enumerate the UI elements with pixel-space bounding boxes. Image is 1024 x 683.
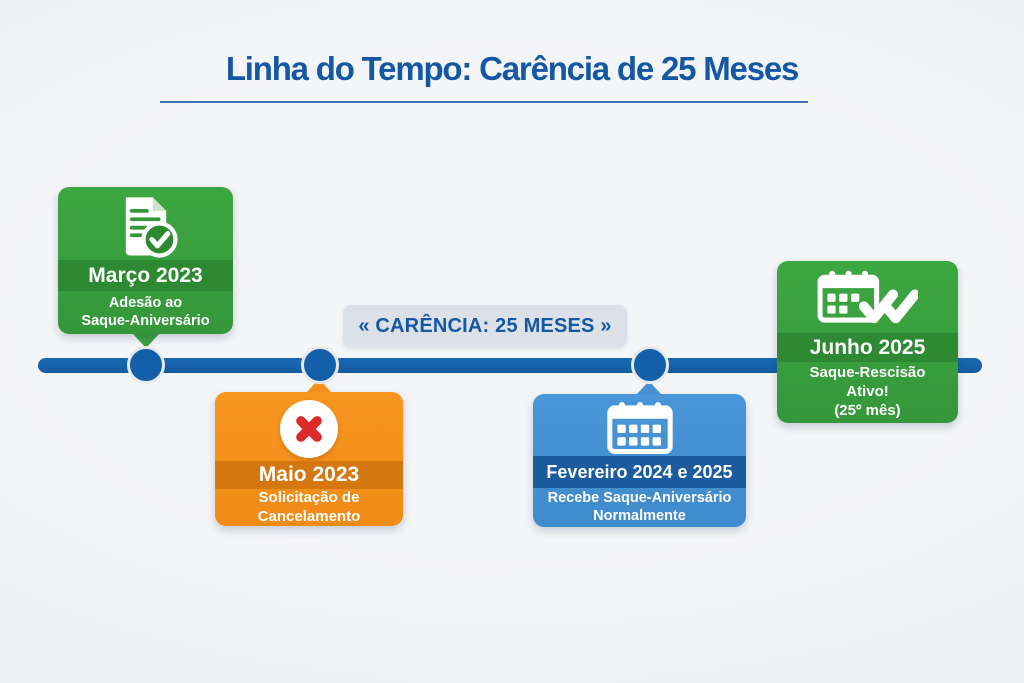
event-description-line: Normalmente: [593, 507, 686, 524]
icon-wrap: [215, 392, 403, 461]
event-description-line: Adesão ao: [108, 294, 183, 311]
event-description: Adesão ao Saque-Aniversário: [81, 291, 209, 334]
page-title: Linha do Tempo: Carência de 25 Meses: [225, 50, 800, 87]
event-card-cancelamento: Maio 2023 Solicitação de Cancelamento: [215, 392, 403, 526]
card-pointer-up: [637, 381, 661, 394]
timeline-node-maio-2023: [301, 346, 339, 384]
carencia-badge: « CARÊNCIA: 25 MESES »: [343, 305, 627, 347]
document-check-icon: [125, 197, 178, 258]
event-description-line: Ativo!: [846, 383, 889, 401]
timeline-bar: [38, 358, 982, 373]
event-description-line: Recebe Saque-Aniversário: [547, 489, 732, 506]
event-date: Fevereiro 2024 e 2025: [533, 456, 746, 488]
event-date: Junho 2025: [777, 333, 958, 362]
event-description-line: Cancelamento: [257, 507, 361, 525]
event-date: Maio 2023: [215, 460, 403, 490]
icon-wrap: [533, 394, 746, 456]
icon-wrap: [58, 187, 233, 260]
calendar-icon: [606, 402, 673, 454]
icon-wrap: [777, 261, 958, 333]
event-description: Solicitação de Cancelamento: [258, 489, 361, 526]
event-description-line: Saque-Rescisão: [809, 364, 926, 382]
x-mark-icon: [296, 416, 322, 443]
event-description-line: (25º mês): [834, 401, 901, 419]
event-card-recebe: Fevereiro 2024 e 2025 Recebe Saque-Anive…: [533, 394, 746, 527]
event-card-ativo: Junho 2025 Saque-Rescisão Ativo! (25º mê…: [777, 261, 958, 423]
event-date: Março 2023: [58, 260, 233, 291]
timeline-node-marco-2023: [127, 346, 165, 384]
cancel-x-icon: [280, 400, 338, 459]
calendar-double-check-icon: [817, 270, 918, 324]
event-card-adesao: Março 2023 Adesão ao Saque-Aniversário: [58, 187, 233, 334]
event-description: Saque-Rescisão Ativo! (25º mês): [810, 362, 926, 423]
title-underline: [160, 101, 808, 103]
card-pointer-down: [133, 334, 159, 348]
event-description: Recebe Saque-Aniversário Normalmente: [548, 488, 732, 527]
event-description-line: Saque-Aniversário: [81, 312, 210, 329]
timeline-node-fevereiro: [631, 346, 669, 384]
event-description-line: Solicitação de: [258, 489, 360, 507]
